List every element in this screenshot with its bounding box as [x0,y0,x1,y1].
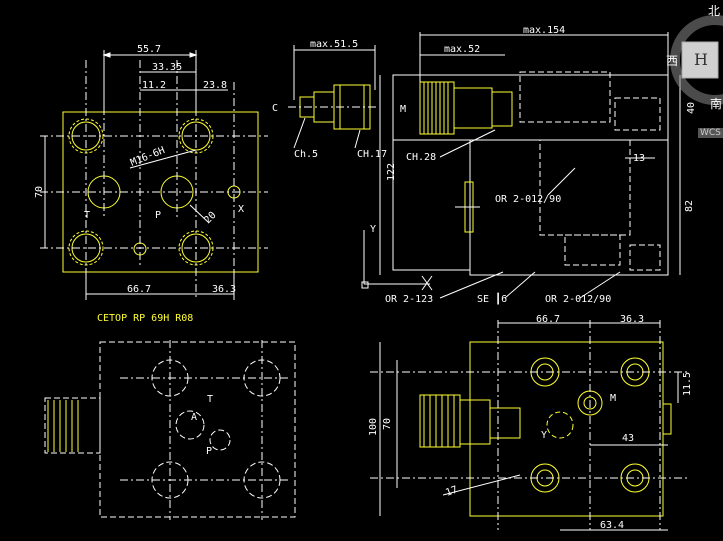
dim-100: 100 [368,418,379,436]
bot-y-label: Y [541,430,547,441]
ch5-label: Ch.5 [294,149,318,160]
dim-11-2: 11.2 [142,80,166,91]
ch28-label: CH.28 [406,152,436,163]
or-2-123: OR 2-123 [385,294,433,305]
dim-70-bot: 70 [382,418,393,430]
compass-south[interactable]: 南 [710,97,723,111]
dim-82: 82 [684,200,695,212]
dim-66-7-top: 66.7 [127,284,151,295]
plan-view: A T P [44,340,296,520]
bot-m-label: M [610,393,616,404]
dim-36-3-top: 36.3 [212,284,236,295]
dim-23-8: 23.8 [203,80,227,91]
dim-66-7-bot: 66.7 [536,314,560,325]
dia-20-label: 20 [202,210,218,226]
plan-t-label: T [207,394,213,405]
view-cube-ring [670,15,723,105]
pilot-side-view: max.51.5 C Ch.5 CH.17 [272,39,387,160]
top-view: 66.7 36.3 100 70 11.5 43 17 63.4 M Y [368,314,693,531]
dim-40: 40 [686,102,697,114]
or-2-012-90-a: OR 2-012/90 [495,194,561,205]
dim-13: 13 [633,153,645,164]
dim-17: 17 [444,484,459,498]
dim-max-52: max.52 [444,44,480,55]
port-p-label: P [155,210,161,221]
dim-55-7: 55.7 [137,44,161,55]
dim-122: 122 [386,163,397,181]
port-t-label: T [84,210,90,221]
compass-west[interactable]: 西 [666,54,679,68]
thread-label: M16-6H [129,145,167,169]
dim-63-4: 63.4 [600,520,624,531]
view-cube[interactable]: 北 西 南 H WCS [660,0,723,138]
port-x-label: X [238,204,244,215]
port-m-label: M [400,104,406,115]
plan-a-label: A [191,412,197,423]
dim-70-left: 70 [34,186,45,198]
dim-33-35: 33.35 [152,62,182,73]
ucs-y-label: Y [370,224,376,235]
model-title: CETOP RP 69H R08 [97,313,193,324]
or-2-012-90-b: OR 2-012/90 [545,294,611,305]
dim-11-5: 11.5 [682,372,693,396]
compass-north[interactable]: 北 [708,4,721,18]
cube-face-top[interactable]: H [694,50,708,69]
mounting-face-view: 55.7 33.35 11.2 23.8 70 M16-6H T P X 20 … [34,44,268,300]
plan-p-label: P [206,446,212,457]
ch17-label: CH.17 [357,149,387,160]
port-c-label: C [272,103,278,114]
dim-max-154: max.154 [523,25,565,36]
dim-max-51-5: max.51.5 [310,39,358,50]
side-elevation-view: max.154 max.52 M CH.28 40 13 122 82 OR 2… [361,25,697,305]
dim-36-3-bot: 36.3 [620,314,644,325]
dim-43: 43 [622,433,634,444]
wcs-menu[interactable]: WCS [698,128,723,138]
se6-label: SE ┃6 [477,292,507,305]
